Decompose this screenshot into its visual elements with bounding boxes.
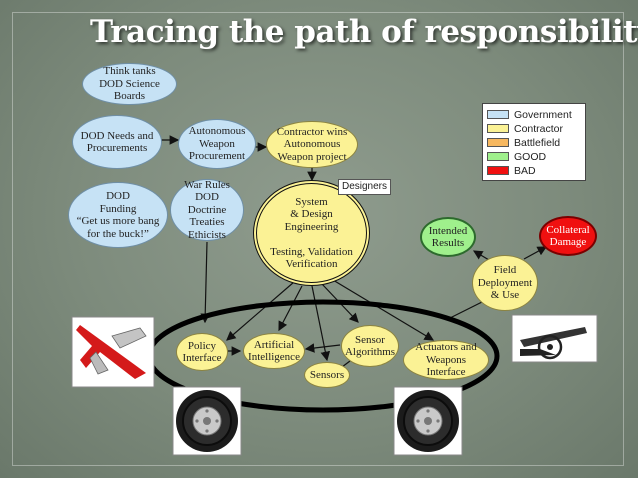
legend-swatch xyxy=(487,110,509,119)
node-sensor-algorithms: Sensor Algorithms xyxy=(341,325,399,367)
node-sensors: Sensors xyxy=(304,362,350,388)
node-autonomous-weapon: Autonomous Weapon Procurement xyxy=(178,119,256,169)
legend: Government Contractor Battlefield GOOD B… xyxy=(482,103,586,181)
legend-swatch xyxy=(487,138,509,147)
wheel-icon-right xyxy=(393,386,463,456)
node-policy-interface: Policy Interface xyxy=(176,333,228,371)
arrow-system-to-sensors xyxy=(311,285,331,362)
arrow-sensoralg-to-ai xyxy=(304,343,341,353)
legend-label: Battlefield xyxy=(514,136,561,149)
legend-label: Government xyxy=(514,108,572,121)
node-dod-funding: DOD Funding “Get us more bang for the bu… xyxy=(68,182,168,248)
arrow-field-to-collateral xyxy=(523,246,548,260)
legend-swatch xyxy=(487,152,509,161)
legend-swatch xyxy=(487,166,509,175)
node-system-design: System & Design Engineering Testing, Val… xyxy=(253,180,370,286)
arrow-system-to-actuators xyxy=(332,279,435,341)
node-field-deployment: Field Deployment & Use xyxy=(472,255,538,311)
node-collateral-damage: Collateral Damage xyxy=(539,216,597,256)
cannon-icon xyxy=(511,314,598,363)
node-artificial-intelligence: Artificial Intelligence xyxy=(243,333,305,369)
arrow-system-to-ai xyxy=(278,285,303,332)
node-think-tanks: Think tanks DOD Science Boards xyxy=(82,63,177,105)
drone-icon xyxy=(71,316,155,388)
node-dod-needs: DOD Needs and Procurements xyxy=(72,115,162,169)
node-intended-results: Intended Results xyxy=(420,217,476,257)
legend-label: GOOD xyxy=(514,150,547,163)
node-actuators: Actuators and Weapons Interface xyxy=(403,340,489,380)
legend-item-government: Government xyxy=(487,108,572,121)
wheel-icon-left xyxy=(172,386,242,456)
arrow-warrules-to-policy xyxy=(200,241,211,324)
legend-item-battlefield: Battlefield xyxy=(487,136,561,149)
legend-label: Contractor xyxy=(514,122,564,135)
legend-item-contractor: Contractor xyxy=(487,122,564,135)
legend-label: BAD xyxy=(514,164,536,177)
designers-label: Designers xyxy=(338,179,391,195)
legend-item-good: GOOD xyxy=(487,150,547,163)
arrow-system-to-policy xyxy=(226,281,295,341)
slide-frame xyxy=(12,12,624,466)
node-war-rules: War Rules DOD Doctrine Treaties Ethicist… xyxy=(170,179,244,241)
legend-item-bad: BAD xyxy=(487,164,536,177)
node-contractor-wins: Contractor wins Autonomous Weapon projec… xyxy=(266,121,358,168)
slide-title: Tracing the path of responsibility xyxy=(90,14,638,50)
legend-swatch xyxy=(487,124,509,133)
